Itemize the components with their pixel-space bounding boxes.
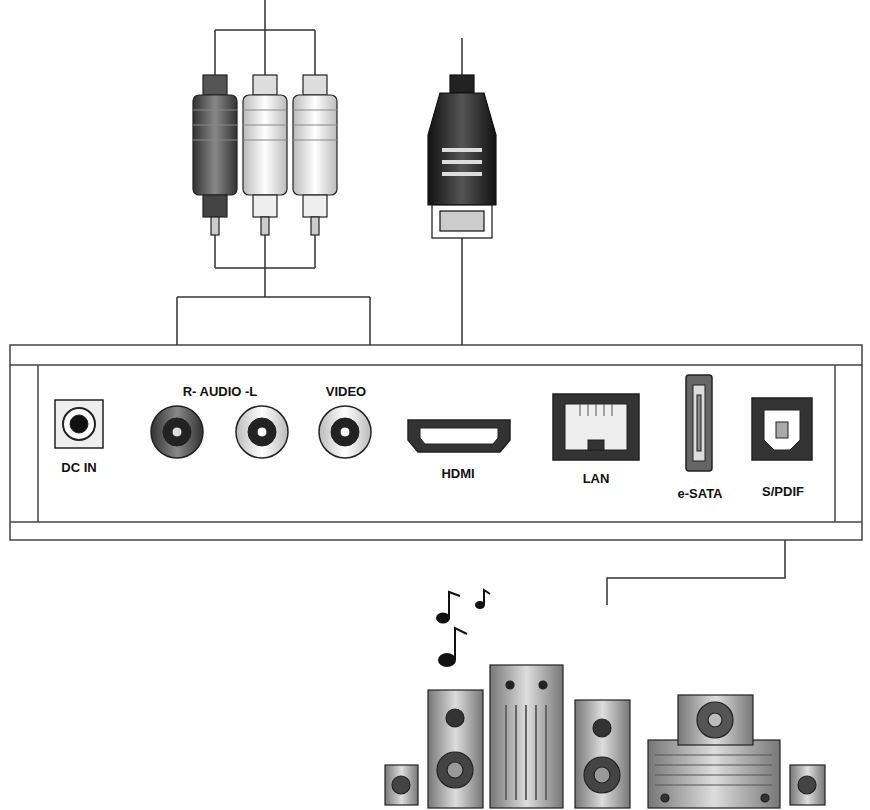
port-label: DC IN — [61, 461, 96, 475]
hdmi-plug — [428, 75, 496, 238]
speaker-system — [385, 665, 825, 808]
spdif-port — [752, 398, 812, 460]
port-label: R- AUDIO -L — [183, 385, 258, 399]
hdmi-port — [408, 420, 510, 452]
port-label: VIDEO — [326, 385, 366, 399]
music-notes — [437, 590, 490, 666]
rca-plugs — [193, 75, 337, 235]
port-label: e-SATA — [677, 487, 722, 501]
esata-port — [686, 375, 712, 471]
port-label: HDMI — [441, 467, 474, 481]
back-panel — [10, 345, 862, 540]
dc-in-jack — [55, 400, 103, 448]
lan-port — [553, 394, 639, 460]
rca-jacks — [151, 406, 371, 458]
port-label: S/PDIF — [762, 485, 804, 499]
port-label: LAN — [583, 472, 610, 486]
